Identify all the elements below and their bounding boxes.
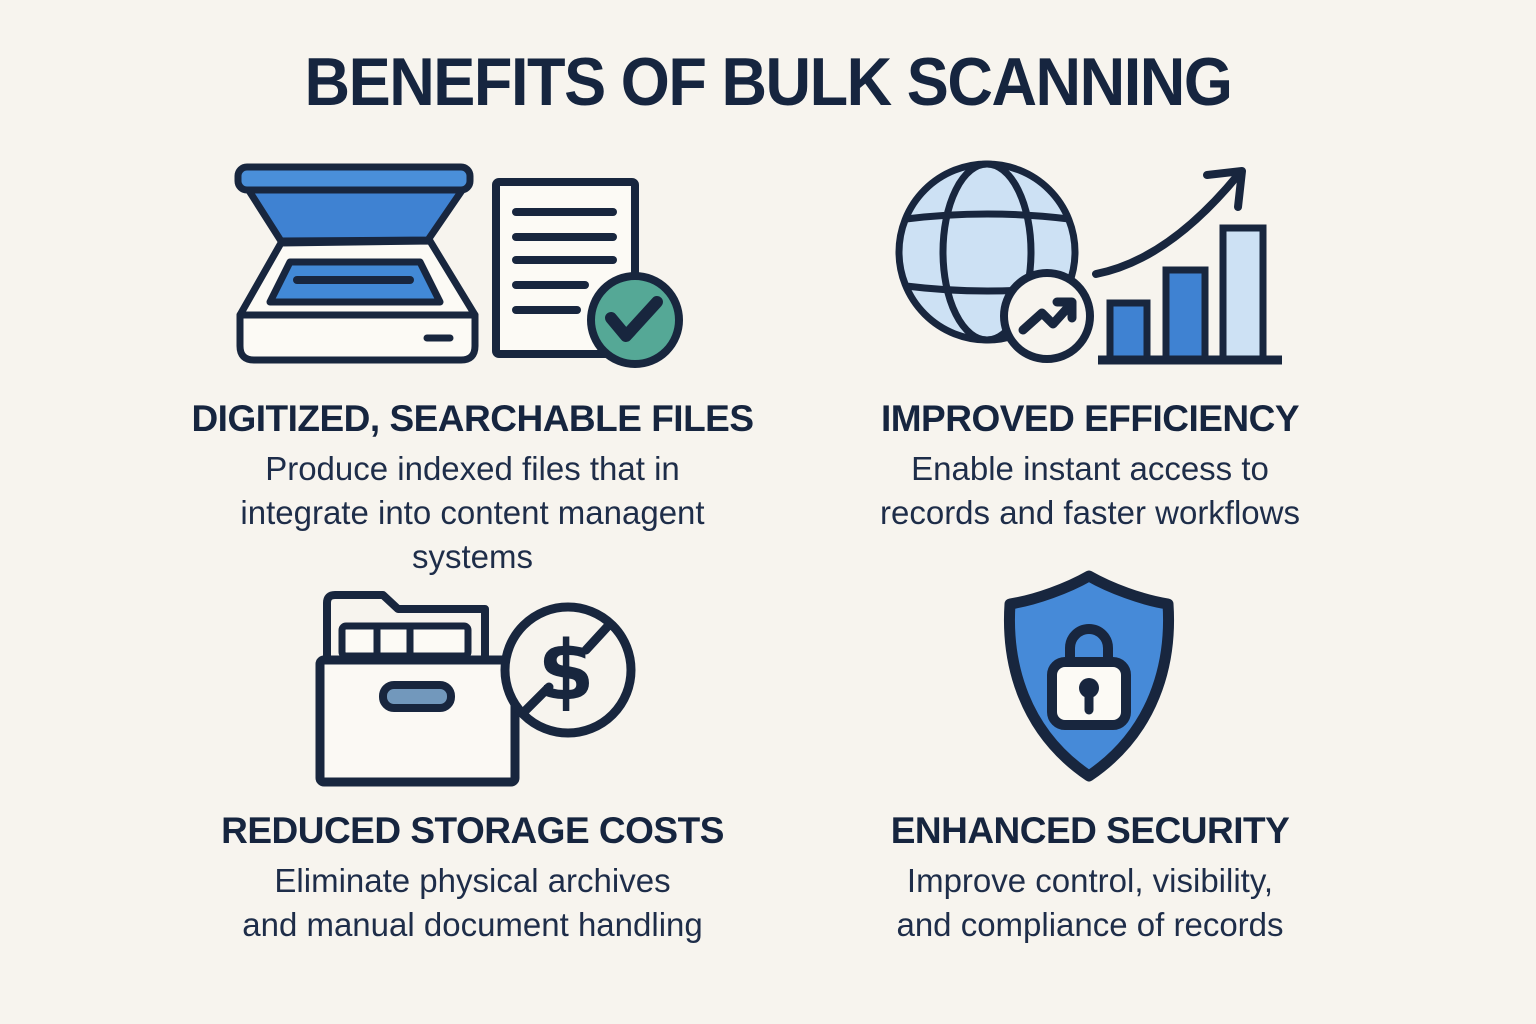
folder-icon (323, 591, 489, 660)
page-title: BENEFITS OF BULK SCANNING (304, 43, 1233, 120)
padlock-icon (1046, 624, 1131, 730)
dollar-sign: $ (537, 624, 594, 719)
benefit-card-digitized-files: DIGITIZED, SEARCHABLE FILES Produce inde… (115, 150, 830, 579)
benefit-heading: ENHANCED SECURITY (890, 810, 1290, 851)
benefit-description: Eliminate physical archives and manual d… (242, 861, 703, 943)
scanner-icon (234, 163, 478, 364)
keyhole (1078, 678, 1099, 698)
bar-chart-icon (1098, 224, 1282, 365)
scanner-document-check-icon (228, 150, 718, 385)
trend-badge-icon (1000, 269, 1094, 363)
benefit-heading: REDUCED STORAGE COSTS (221, 810, 724, 851)
scanner-document-check-graphic (234, 163, 683, 368)
benefit-card-reduced-storage-costs: $ REDUCED STORAGE COSTS Eliminate physic… (115, 562, 830, 947)
benefit-card-enhanced-security: ENHANCED SECURITY Improve control, visib… (810, 562, 1370, 947)
no-cost-icon: $ (500, 602, 636, 738)
storage-box-icon (315, 655, 520, 787)
benefit-description: Enable instant access to records and fas… (880, 449, 1300, 531)
check-circle-icon (586, 272, 683, 368)
growth-arrow-icon (1092, 167, 1246, 278)
archive-box-no-cost-icon: $ (305, 562, 640, 797)
benefit-heading: DIGITIZED, SEARCHABLE FILES (191, 398, 754, 439)
shield-lock-icon (998, 562, 1183, 797)
globe-growth-chart-icon (885, 150, 1295, 385)
archive-box-no-cost-graphic: $ (315, 591, 636, 787)
globe-growth-chart-graphic (895, 160, 1282, 365)
benefit-heading: IMPROVED EFFICIENCY (880, 398, 1300, 439)
benefit-description: Improve control, visibility, and complia… (896, 861, 1284, 943)
benefit-description: Produce indexed files that in integrate … (240, 449, 705, 575)
shield-lock-graphic (1003, 570, 1174, 782)
benefit-card-improved-efficiency: IMPROVED EFFICIENCY Enable instant acces… (810, 150, 1370, 535)
